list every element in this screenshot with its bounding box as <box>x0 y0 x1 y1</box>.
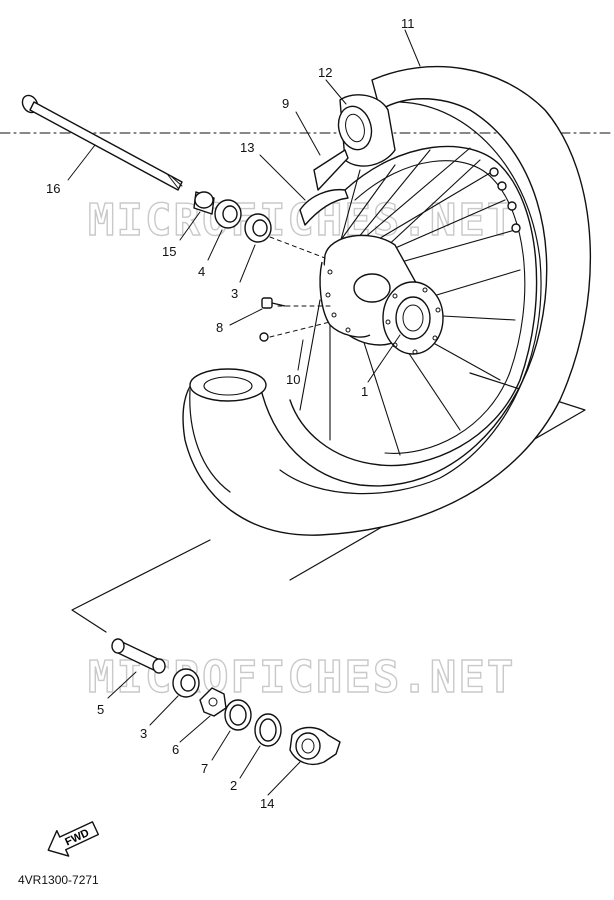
leader-lines <box>67 29 421 796</box>
rim-flap <box>299 188 349 226</box>
washer-7 <box>224 699 252 731</box>
callout-4: 4 <box>198 264 205 279</box>
tire-cut-section <box>189 368 267 402</box>
callout-6: 6 <box>172 742 179 757</box>
gear-unit-14 <box>289 726 341 766</box>
callout-1: 1 <box>361 384 368 399</box>
callout-3-upper: 3 <box>231 286 238 301</box>
callout-9: 9 <box>282 96 289 111</box>
bearing-4 <box>214 199 242 229</box>
fwd-label: FWD <box>63 827 91 848</box>
callout-2: 2 <box>230 778 237 793</box>
fwd-arrow-icon: FWD <box>47 821 100 857</box>
spoke-nipple-10 <box>259 332 269 342</box>
callout-7: 7 <box>201 761 208 776</box>
rim-band <box>337 94 396 167</box>
callout-5: 5 <box>97 702 104 717</box>
callout-10: 10 <box>286 372 300 387</box>
callout-16: 16 <box>46 181 60 196</box>
callout-15: 15 <box>162 244 176 259</box>
tire <box>182 65 592 536</box>
spoke-nipples <box>489 167 521 233</box>
bolt-8 <box>261 297 286 309</box>
callout-8: 8 <box>216 320 223 335</box>
callout-12: 12 <box>318 65 332 80</box>
bearing-3-upper <box>244 213 272 243</box>
oil-seal-2 <box>254 713 282 747</box>
diagram-code: 4VR1300-7271 <box>18 873 99 887</box>
bearing-3-lower <box>172 668 200 698</box>
hub <box>319 234 444 355</box>
alignment-dashes <box>269 236 331 338</box>
collar-15 <box>193 191 215 215</box>
callout-11: 11 <box>401 16 415 31</box>
callout-13: 13 <box>240 140 254 155</box>
spacer-5 <box>111 638 166 674</box>
rim <box>289 145 538 467</box>
tube <box>313 149 349 191</box>
axle <box>21 94 183 191</box>
watermark-upper: MICROFICHES.NET <box>88 195 515 246</box>
callout-3-lower: 3 <box>140 726 147 741</box>
callout-14: 14 <box>260 796 274 811</box>
projection-outline <box>71 539 211 633</box>
